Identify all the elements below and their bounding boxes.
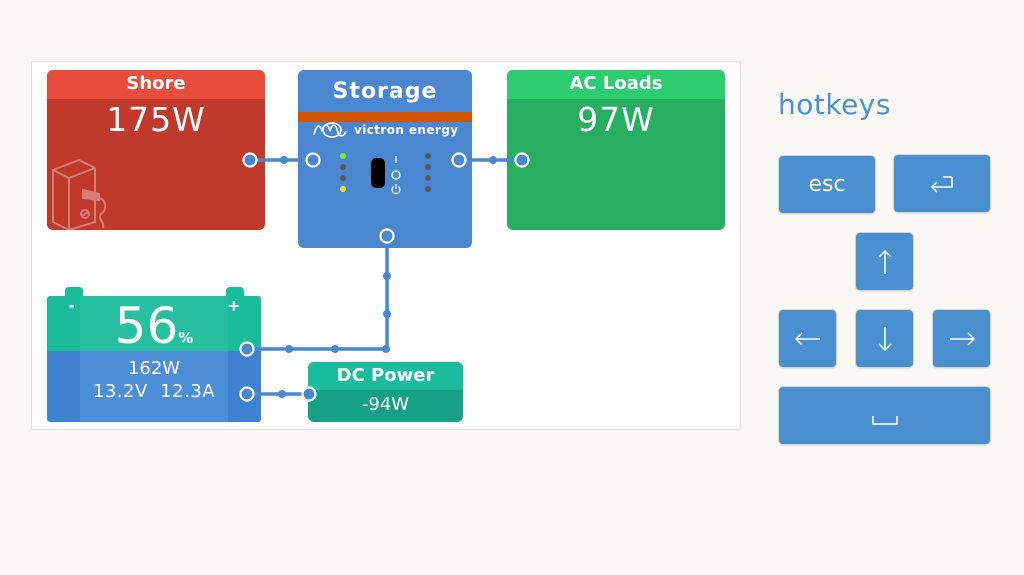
switch-off-icon [391,170,401,180]
status-led [340,153,346,159]
down-key[interactable] [855,309,914,368]
battery-terminal-negative [65,287,83,297]
power-icon [391,186,401,195]
brand: victron energy [312,122,472,139]
storage-stripe [298,112,472,122]
enter-icon [930,175,953,193]
dc-power-value: -94W [361,394,410,415]
right-key[interactable] [932,309,991,368]
battery-soc: 56% [47,296,261,368]
space-icon [871,415,898,425]
shore-title: Shore [47,70,265,99]
shore-power-icon [49,156,113,230]
esc-key-label: esc [808,172,846,197]
ac-loads-tile[interactable]: AC Loads 97W [507,70,725,230]
hotkeys-title: hotkeys [778,88,891,121]
dc-power-title: DC Power [308,362,463,390]
status-led [425,186,431,192]
status-led [340,175,346,181]
positive-sign: + [227,296,241,315]
battery-power: 162W [127,358,181,379]
status-led [340,164,346,170]
mode-switch [371,158,385,188]
status-led [425,175,431,181]
arrow-left-icon [794,331,820,346]
switch-labels [391,156,401,195]
storage-title: Storage [332,79,438,104]
battery-soc-unit: % [178,329,194,347]
status-led [425,153,431,159]
shore-tile[interactable]: Shore 175W [47,70,265,230]
arrow-down-icon [877,326,892,351]
ac-loads-value: 97W [577,100,655,139]
battery-terminal-positive [226,287,244,297]
battery-voltage-current: 13.2V 12.3A [92,381,216,402]
esc-key[interactable]: esc [778,155,876,214]
enter-key[interactable] [893,154,991,213]
storage-tile[interactable]: Storage victron energy [298,70,472,248]
dc-power-tile[interactable]: DC Power -94W [308,362,463,422]
shore-power-value: 175W [106,100,206,139]
arrow-up-icon [877,249,892,274]
victron-logo-icon [313,122,347,138]
ac-loads-title: AC Loads [507,70,725,99]
arrow-right-icon [949,331,975,346]
brand-name: victron energy [354,123,459,137]
battery-soc-value: 56 [114,297,179,355]
battery-tile[interactable]: - + 56% 162W 13.2V 12.3A [47,296,261,422]
status-led [340,186,346,192]
status-led [425,164,431,170]
up-key[interactable] [855,232,914,291]
space-key[interactable] [778,386,991,445]
negative-sign: - [68,296,75,315]
left-key[interactable] [778,309,837,368]
